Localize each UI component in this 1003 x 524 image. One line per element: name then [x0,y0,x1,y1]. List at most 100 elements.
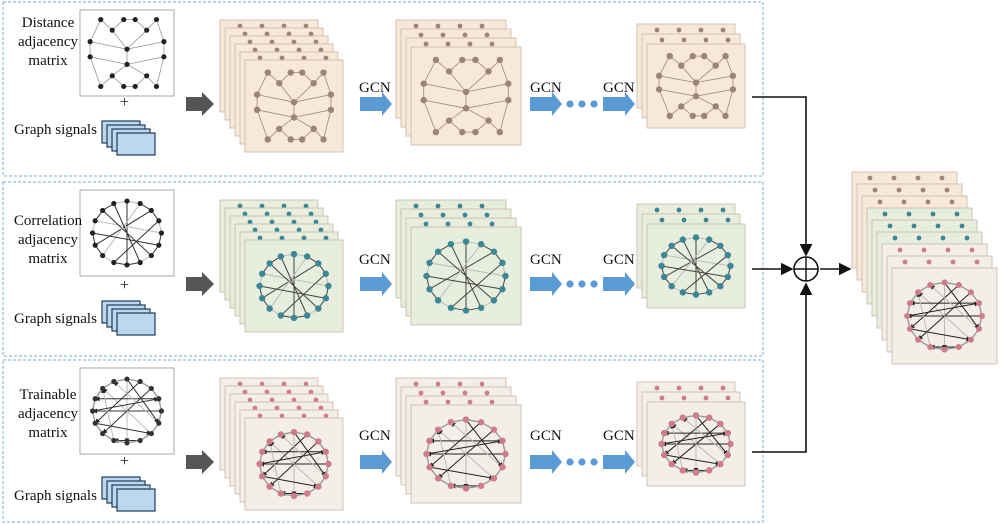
graph-node [303,23,309,29]
graph-edge [293,431,327,477]
graph-node [692,93,700,100]
graph-node [676,27,682,33]
graph-node [462,390,468,396]
graph-edge [95,220,162,234]
graph-node [109,27,115,33]
graph-node [660,451,668,459]
graph-edge [268,440,282,494]
graph-node [712,103,719,110]
ellipsis-dot [578,458,586,466]
gcn-label: GCN [359,80,391,96]
gcn-arrow [603,450,635,474]
graph-node [692,234,700,241]
graph-node [281,23,287,29]
graph-node [158,230,165,236]
graph-edge [671,239,710,287]
graph-node [479,23,485,29]
graph-node [720,27,726,33]
graph-edge [423,83,467,93]
graph-node [87,54,93,60]
graph-edge [917,291,972,341]
graph-node [490,248,498,255]
graph-node [92,396,98,402]
graph-node [479,203,485,209]
graph-node [258,448,266,455]
graph-node [659,395,665,401]
gcn-label: GCN [530,80,562,96]
graph-node [457,203,463,209]
gcn-arrow [530,272,562,296]
graph-node [242,389,248,395]
graph-node [308,31,314,37]
graph-edge [465,83,509,93]
graph-node [490,475,498,482]
row-label-trainable: Trainable adjacency matrix [8,386,88,443]
graph-edge [280,256,308,316]
graph-node [916,235,922,241]
graph-edge [102,203,141,256]
graph-node [290,314,298,322]
graph-node [318,227,324,233]
graph-node [100,207,106,214]
signals-label: Graph signals [14,311,97,327]
row-label-line: matrix [28,425,68,441]
graph-node [276,125,283,132]
ellipsis-dot [590,280,598,288]
gcn-arrow [360,450,392,474]
graph-edge [725,55,734,76]
graph-node [440,390,446,396]
graph-edge [682,239,710,293]
input-arrow [186,272,214,296]
graph [420,56,512,136]
graph-node [299,136,306,143]
graph-edge [293,82,314,103]
graph-node [499,259,506,267]
ellipsis-dot [566,458,574,466]
graph-node [485,117,492,124]
graph-node [891,175,897,181]
graph-node [161,39,167,45]
graph-node [413,203,419,209]
graph [87,16,167,90]
graph-edge [259,285,326,299]
graph-edge [269,441,319,487]
graph-edge [256,109,269,140]
graph-edge [293,94,331,103]
graph-node [717,420,724,428]
graph-node [954,211,960,217]
graph-edge [262,475,319,489]
graph-edge [100,19,113,31]
graph-node [303,490,311,497]
graph-node [98,83,104,90]
gcn-arrow [360,92,392,116]
graph-node [418,212,424,218]
graph-node [153,83,160,90]
graph-node [148,207,154,214]
graph-node [264,211,270,217]
graph-edge [465,107,489,121]
graph-node [941,279,948,286]
ellipsis-dot [566,100,574,108]
graph-node [156,396,162,402]
graph-node [144,27,150,33]
graph-node [729,86,737,93]
graph-node [658,262,665,270]
graph-node [281,381,287,387]
graph-edge [448,71,467,93]
graph-edge [429,251,495,290]
graph-node [676,207,682,213]
row-label-distance: Distance adjacency matrix [8,14,88,71]
graph-node [121,16,127,23]
row-label-line: matrix [28,251,68,267]
graph-node [290,99,298,106]
graph-node [137,259,143,266]
graph-node [668,242,675,250]
graph-edge [664,254,731,267]
graph [423,238,509,314]
graph-node [877,199,883,205]
graph-node [725,37,731,43]
graph-edge [280,434,327,477]
graph-node [279,413,285,419]
connector-line [752,282,813,453]
graph-node [303,381,309,387]
